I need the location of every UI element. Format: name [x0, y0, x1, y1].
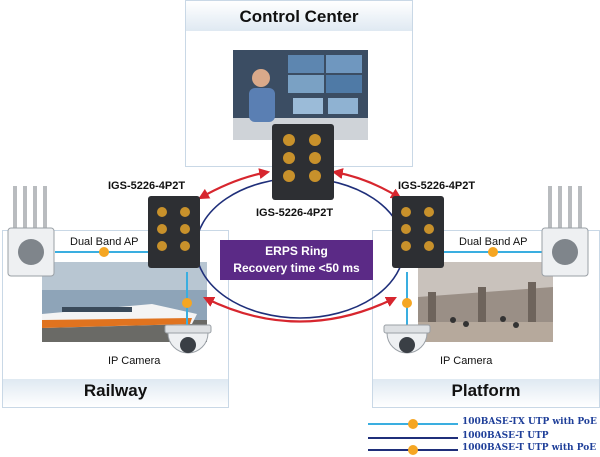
legend-item: 1000BASE-T UTP — [366, 431, 598, 445]
legend-item: 100BASE-TX UTP with PoE — [366, 417, 598, 431]
ap-left-label: Dual Band AP — [70, 236, 139, 248]
platform-title: Platform — [451, 381, 521, 400]
legend-text: 1000BASE-T UTP with PoE — [462, 443, 597, 453]
railway-title: Railway — [83, 381, 148, 400]
erps-title: ERPS Ring — [265, 244, 328, 258]
legend-line-poe-navy-icon — [368, 445, 458, 455]
poe-badge-icon — [182, 298, 192, 308]
dual-band-ap-right-icon — [541, 186, 589, 277]
switch-left-label: IGS-5226-4P2T — [108, 180, 186, 192]
poe-badge-icon — [488, 247, 498, 257]
ip-camera-left-icon — [164, 324, 212, 354]
switch-center-icon — [272, 124, 334, 200]
camera-left-label: IP Camera — [108, 355, 161, 367]
switch-left-icon — [148, 196, 200, 268]
ring-arrow-left — [198, 168, 271, 200]
switch-right-icon — [392, 196, 444, 268]
switch-center-label: IGS-5226-4P2T — [256, 207, 334, 219]
legend-line-navy-icon — [368, 437, 458, 439]
control-center-title: Control Center — [239, 7, 359, 26]
legend-line-poe-light-icon — [368, 419, 458, 429]
ip-camera-right-icon — [383, 324, 431, 354]
legend-item: 1000BASE-T UTP with PoE — [366, 443, 598, 457]
control-center-header — [186, 1, 412, 31]
ring-arrow-bottom — [203, 296, 397, 323]
ap-right-label: Dual Band AP — [459, 236, 528, 248]
dual-band-ap-left-icon — [7, 186, 55, 277]
station-illustration — [418, 262, 553, 342]
platform-footer — [373, 379, 599, 407]
railway-footer — [3, 379, 228, 407]
erps-recovery-time: Recovery time <50 ms — [233, 261, 360, 275]
switch-right-label: IGS-5226-4P2T — [398, 180, 476, 192]
camera-right-label: IP Camera — [440, 355, 493, 367]
platform-station-photo — [418, 262, 553, 342]
legend-text: 100BASE-TX UTP with PoE — [462, 417, 597, 427]
ring-arrow-right — [331, 168, 402, 200]
legend-text: 1000BASE-T UTP — [462, 431, 549, 441]
erps-ring-box: ERPS Ring Recovery time <50 ms — [220, 240, 373, 280]
poe-badge-icon — [402, 298, 412, 308]
poe-badge-icon — [99, 247, 109, 257]
